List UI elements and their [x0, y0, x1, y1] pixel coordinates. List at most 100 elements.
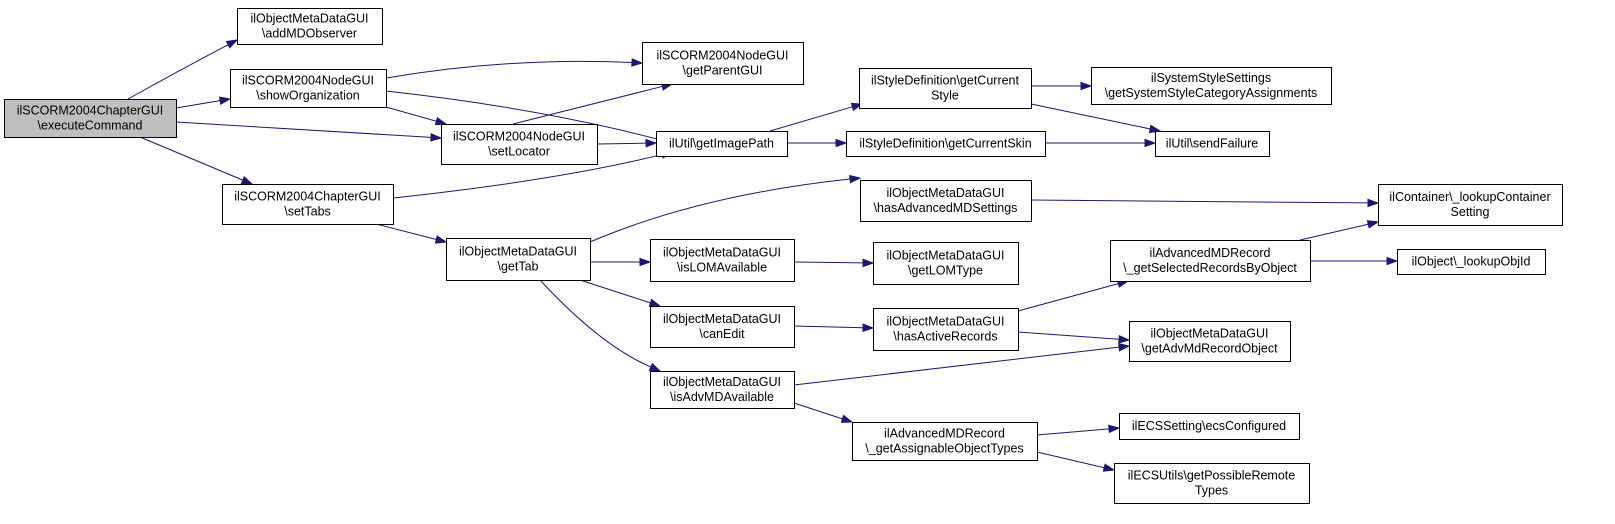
node-label-line: ilObjectMetaDataGUI [886, 249, 1004, 263]
node-label-line: ilObjectMetaDataGUI [886, 186, 1004, 200]
arrowhead-icon [645, 138, 658, 148]
node-box [650, 306, 795, 348]
node-selected[interactable]: ilAdvancedMDRecord\_getSelectedRecordsBy… [1110, 240, 1311, 282]
arrowhead-icon [849, 174, 862, 184]
arrowhead-icon [434, 235, 448, 244]
node-sendfail[interactable]: ilUtil\sendFailure [1155, 131, 1270, 157]
node-box [4, 99, 177, 138]
arrowhead-icon [225, 39, 239, 49]
edge-setlocator-to-getparent [512, 82, 674, 125]
node-gettab[interactable]: ilObjectMetaDataGUI\getTab [446, 238, 591, 281]
node-curskin[interactable]: ilStyleDefinition\getCurrentSkin [846, 131, 1046, 157]
edge-root-to-settabs [139, 136, 254, 185]
node-hasactive[interactable]: ilObjectMetaDataGUI\hasActiveRecords [873, 308, 1019, 351]
node-root[interactable]: ilSCORM2004ChapterGUI\executeCommand [4, 99, 177, 138]
node-box [1397, 249, 1546, 275]
arrowhead-icon [1366, 220, 1380, 229]
node-getimage[interactable]: ilUtil\getImagePath [656, 131, 788, 157]
node-label-line: ilECSSetting\ecsConfigured [1132, 419, 1286, 433]
node-label-line: \hasActiveRecords [893, 330, 997, 344]
edge-line [175, 121, 432, 138]
node-setlocator[interactable]: ilSCORM2004NodeGUI\setLocator [441, 124, 598, 165]
node-label-line: \getParentGUI [683, 64, 763, 78]
node-hasadv[interactable]: ilObjectMetaDataGUI\hasAdvancedMDSetting… [860, 180, 1032, 222]
node-label-line: \getAdvMdRecordObject [1141, 342, 1278, 356]
edge-line [793, 346, 1120, 386]
edge-line [1036, 451, 1105, 469]
node-label-line: ilObjectMetaDataGUI [663, 312, 781, 326]
arrowhead-icon [1118, 334, 1131, 344]
node-label-line: \getTab [497, 260, 538, 274]
edge-isadv-to-assignable [793, 402, 854, 423]
arrowhead-icon [434, 116, 448, 126]
edge-assignable-to-ecsremote [1036, 451, 1116, 472]
edge-hasactive-to-selected [1017, 279, 1130, 312]
arrowhead-icon [648, 298, 662, 307]
edge-line [1036, 428, 1110, 436]
node-box [852, 422, 1038, 461]
node-label-line: ilObjectMetaDataGUI [1150, 327, 1268, 341]
edge-showorg-to-setlocator [385, 106, 448, 126]
edge-line [769, 106, 853, 132]
edge-assignable-to-ecsconf [1036, 424, 1121, 436]
edge-curskin-to-sendfail [1045, 138, 1157, 148]
node-getparent[interactable]: ilSCORM2004NodeGUI\getParentGUI [642, 42, 804, 85]
node-showorg[interactable]: ilSCORM2004NodeGUI\showOrganization [230, 69, 387, 108]
node-addmd[interactable]: ilObjectMetaDataGUI\addMDObserver [237, 8, 383, 45]
edge-getimage-to-curstyle [769, 102, 864, 132]
edge-gettab-to-canedit [579, 279, 662, 307]
node-label-line: \executeCommand [38, 119, 143, 133]
node-lookupobj[interactable]: ilObject\_lookupObjId [1397, 249, 1546, 275]
node-label-line: ilObjectMetaDataGUI [663, 246, 781, 260]
edge-line [793, 325, 864, 329]
node-box [1155, 131, 1270, 157]
edge-curstyle-to-syscat [1031, 81, 1093, 91]
edge-line [793, 261, 864, 264]
node-getadvrec[interactable]: ilObjectMetaDataGUI\getAdvMdRecordObject [1129, 321, 1291, 362]
edge-line [596, 142, 647, 145]
edge-islom-to-getlom [793, 258, 875, 268]
edge-hasadv-to-lookupcont [1030, 198, 1380, 208]
node-settabs[interactable]: ilSCORM2004ChapterGUI\setTabs [222, 184, 394, 225]
node-syscat[interactable]: ilSystemStyleSettings\getSystemStyleCate… [1091, 67, 1332, 105]
node-box [859, 68, 1032, 109]
node-box [650, 239, 795, 282]
node-label-line: \setLocator [488, 145, 550, 159]
node-label-line: ilObjectMetaDataGUI [459, 245, 577, 259]
node-label-line: ilObjectMetaDataGUI [663, 375, 781, 389]
node-ecsconf[interactable]: ilECSSetting\ecsConfigured [1119, 413, 1300, 440]
arrowhead-icon [862, 258, 875, 268]
arrowhead-icon [835, 138, 848, 148]
node-label-line: ilSCORM2004NodeGUI [453, 130, 585, 144]
node-box [1114, 463, 1310, 504]
edge-gettab-to-islom [590, 257, 652, 267]
edge-line [512, 85, 663, 125]
edge-gettab-to-isadv [539, 279, 662, 372]
node-label-line: ilSCORM2004ChapterGUI [17, 104, 164, 118]
node-label-line: ilObjectMetaDataGUI [250, 12, 368, 26]
node-label-line: Types [1195, 484, 1228, 498]
node-getlom[interactable]: ilObjectMetaDataGUI\getLOMType [873, 242, 1019, 285]
edge-line [385, 106, 437, 122]
node-box [446, 238, 591, 281]
edge-curstyle-to-sendfail [1030, 103, 1162, 134]
node-box [846, 131, 1046, 157]
node-label-line: ilECSUtils\getPossibleRemote [1128, 469, 1295, 483]
node-isadv[interactable]: ilObjectMetaDataGUI\isAdvMDAvailable [650, 371, 795, 409]
node-canedit[interactable]: ilObjectMetaDataGUI\canEdit [650, 306, 795, 348]
edge-setlocator-to-getimage [596, 138, 658, 148]
node-label-line: ilUtil\sendFailure [1166, 137, 1258, 151]
node-label-line: ilUtil\getImagePath [669, 137, 774, 151]
edge-line [793, 402, 843, 420]
node-islom[interactable]: ilObjectMetaDataGUI\isLOMAvailable [650, 239, 795, 282]
edge-settabs-to-gettab [375, 223, 448, 244]
arrowhead-icon [1367, 198, 1380, 208]
edge-canedit-to-hasactive [793, 323, 875, 332]
node-label-line: \_getSelectedRecordsByObject [1123, 261, 1297, 275]
node-assignable[interactable]: ilAdvancedMDRecord\_getAssignableObjectT… [852, 422, 1038, 461]
node-box [222, 184, 394, 225]
